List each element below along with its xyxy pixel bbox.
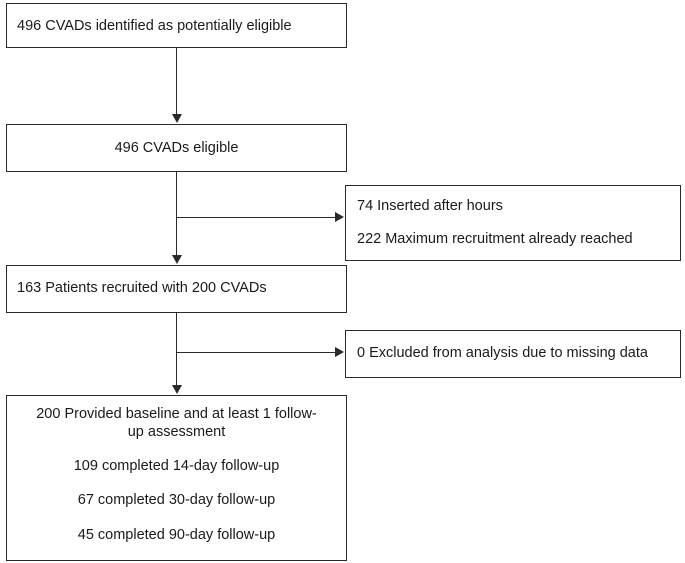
connector-line: [176, 172, 177, 255]
follow-up-30-day: 67 completed 30-day follow-up: [77, 492, 276, 509]
follow-up-90-day: 45 completed 90-day follow-up: [77, 526, 276, 543]
box-follow-up: 200 Provided baseline and at least 1 fol…: [6, 395, 347, 561]
excluded-after-hours: 74 Inserted after hours: [357, 198, 503, 214]
arrow-right-icon: [335, 212, 344, 222]
follow-up-summary-line1: 200 Provided baseline and at least 1 fol…: [36, 406, 317, 422]
arrow-right-icon: [335, 347, 344, 357]
box-recruited: 163 Patients recruited with 200 CVADs: [6, 265, 347, 313]
excluded-max-recruitment: 222 Maximum recruitment already reached: [357, 231, 633, 248]
box-identified-text: 496 CVADs identified as potentially elig…: [17, 18, 292, 34]
box-eligible: 496 CVADs eligible: [6, 124, 347, 172]
follow-up-14-day: 109 completed 14-day follow-up: [73, 458, 280, 475]
arrow-down-icon: [172, 114, 182, 123]
box-excluded-recruitment: 74 Inserted after hours 222 Maximum recr…: [345, 185, 681, 261]
box-recruited-text: 163 Patients recruited with 200 CVADs: [17, 280, 267, 296]
excluded-missing-data-text: 0 Excluded from analysis due to missing …: [357, 345, 648, 361]
connector-line: [176, 313, 177, 385]
arrow-down-icon: [172, 255, 182, 264]
arrow-down-icon: [172, 385, 182, 394]
branch-line: [176, 352, 335, 353]
box-excluded-missing-data: 0 Excluded from analysis due to missing …: [345, 330, 681, 378]
branch-line: [176, 217, 335, 218]
box-identified: 496 CVADs identified as potentially elig…: [6, 3, 347, 48]
connector-line: [176, 48, 177, 114]
follow-up-summary-line2: up assessment: [127, 424, 226, 441]
box-eligible-text: 496 CVADs eligible: [114, 140, 239, 156]
